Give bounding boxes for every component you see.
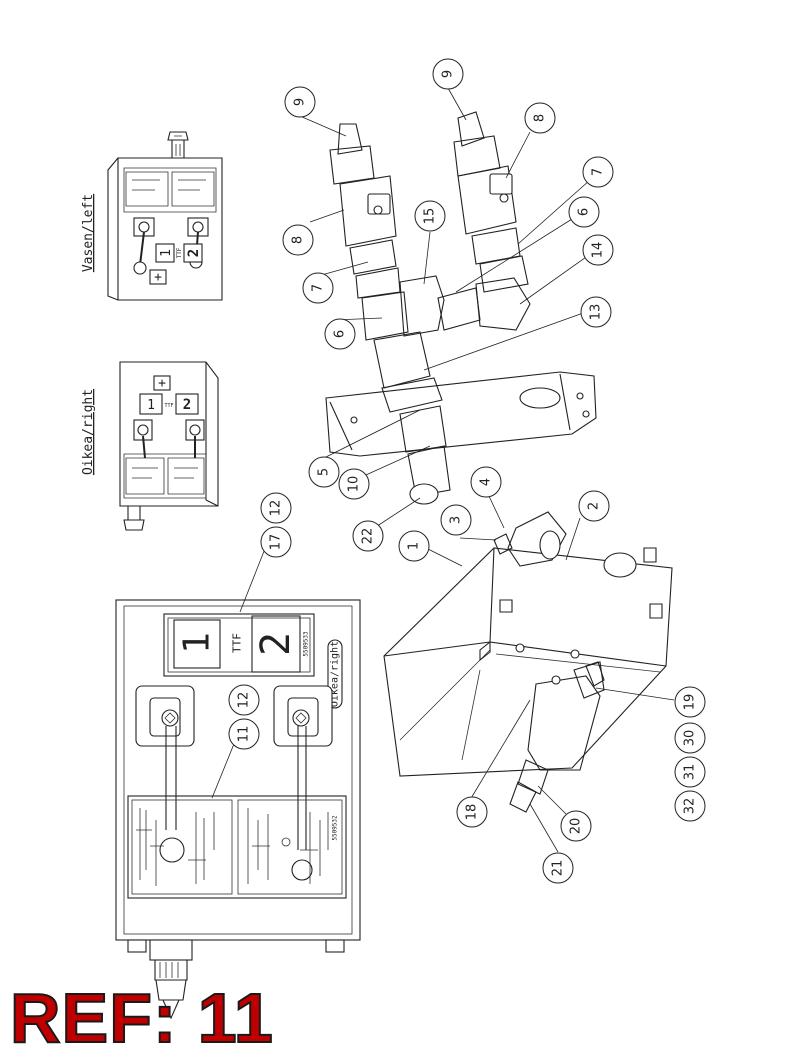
right-view-box: 1 2 TTF + bbox=[119, 361, 219, 531]
svg-text:1: 1 bbox=[407, 542, 422, 550]
callout-14: 14 bbox=[582, 234, 614, 266]
callout-22: 22 bbox=[352, 520, 384, 552]
svg-text:19: 19 bbox=[683, 694, 698, 711]
svg-text:17: 17 bbox=[269, 534, 284, 551]
callout-7-right: 7 bbox=[582, 156, 614, 188]
callout-21: 21 bbox=[542, 852, 574, 884]
left-view-ttf: TTF bbox=[176, 247, 183, 258]
callouts: 9 9 8 8 7 15 6 14 7 13 6 5 10 4 12 3 22 … bbox=[228, 58, 706, 884]
svg-text:21: 21 bbox=[551, 860, 566, 877]
left-view-num-1: 1 bbox=[159, 249, 174, 257]
svg-text:22: 22 bbox=[361, 528, 376, 545]
callout-17: 17 bbox=[260, 526, 292, 558]
svg-text:31: 31 bbox=[683, 764, 698, 781]
svg-text:2: 2 bbox=[587, 502, 602, 510]
panel-side-label: Oikea/right bbox=[330, 641, 341, 707]
callout-5: 5 bbox=[308, 456, 340, 488]
svg-text:11: 11 bbox=[237, 726, 252, 743]
callout-9-right: 9 bbox=[432, 58, 464, 90]
svg-text:7: 7 bbox=[311, 284, 326, 292]
callout-1: 1 bbox=[398, 530, 430, 562]
left-view-plus: + bbox=[154, 270, 162, 285]
callout-10: 10 bbox=[338, 468, 370, 500]
callout-3: 3 bbox=[440, 504, 472, 536]
callout-6-left: 6 bbox=[324, 318, 356, 350]
left-view-title: Vasen/left bbox=[81, 194, 96, 272]
callout-18: 18 bbox=[456, 796, 488, 828]
svg-text:4: 4 bbox=[479, 478, 494, 486]
svg-text:20: 20 bbox=[569, 818, 584, 835]
svg-text:9: 9 bbox=[441, 70, 456, 78]
front-panel: 1 2 TTF 5509533 Oikea/right 5509532 bbox=[115, 599, 361, 1020]
callout-12-mid: 12 bbox=[228, 684, 260, 716]
right-view-num-2: 2 bbox=[183, 397, 191, 413]
svg-text:5: 5 bbox=[317, 468, 332, 476]
main-housing bbox=[383, 511, 673, 813]
svg-text:9: 9 bbox=[293, 98, 308, 106]
svg-text:6: 6 bbox=[577, 208, 592, 216]
reference-label: REF: 11 bbox=[9, 978, 274, 1058]
panel-num-1: 1 bbox=[177, 632, 218, 654]
svg-text:6: 6 bbox=[333, 330, 348, 338]
svg-text:12: 12 bbox=[269, 500, 284, 517]
svg-text:8: 8 bbox=[291, 236, 306, 244]
svg-text:14: 14 bbox=[591, 242, 606, 259]
svg-text:7: 7 bbox=[591, 168, 606, 176]
pipe-valve-assembly bbox=[325, 111, 597, 505]
callout-4: 4 bbox=[470, 466, 502, 498]
right-view-plus: + bbox=[158, 376, 166, 391]
callout-30: 30 bbox=[674, 722, 706, 754]
svg-text:30: 30 bbox=[683, 730, 698, 747]
callout-2: 2 bbox=[578, 490, 610, 522]
panel-ttf: TTF bbox=[231, 633, 244, 653]
callout-12-top: 12 bbox=[260, 492, 292, 524]
callout-8-right: 8 bbox=[524, 102, 556, 134]
left-view-box: 1 2 TTF + bbox=[107, 131, 223, 301]
callout-32: 32 bbox=[674, 790, 706, 822]
panel-num-2: 2 bbox=[253, 632, 299, 656]
callout-19: 19 bbox=[674, 686, 706, 718]
svg-text:15: 15 bbox=[423, 208, 438, 225]
callout-20: 20 bbox=[560, 810, 592, 842]
callout-11: 11 bbox=[228, 718, 260, 750]
callout-15: 15 bbox=[414, 200, 446, 232]
svg-text:10: 10 bbox=[347, 476, 362, 493]
svg-text:13: 13 bbox=[589, 304, 604, 321]
panel-code-bottom: 5509532 bbox=[332, 815, 339, 841]
svg-text:8: 8 bbox=[533, 114, 548, 122]
svg-text:3: 3 bbox=[449, 516, 464, 524]
right-view-num-1: 1 bbox=[147, 398, 155, 413]
callout-31: 31 bbox=[674, 756, 706, 788]
svg-text:32: 32 bbox=[683, 798, 698, 815]
left-view-num-2: 2 bbox=[186, 249, 202, 257]
svg-text:18: 18 bbox=[465, 804, 480, 821]
callout-9-left: 9 bbox=[284, 86, 316, 118]
callout-8-left: 8 bbox=[282, 224, 314, 256]
callout-6-right: 6 bbox=[568, 196, 600, 228]
callout-7-left: 7 bbox=[302, 272, 334, 304]
right-view-ttf: TTF bbox=[164, 403, 173, 409]
svg-text:12: 12 bbox=[237, 692, 252, 709]
right-view-title: Oikea/right bbox=[81, 389, 96, 475]
callout-13: 13 bbox=[580, 296, 612, 328]
panel-code-top: 5509533 bbox=[303, 631, 310, 657]
